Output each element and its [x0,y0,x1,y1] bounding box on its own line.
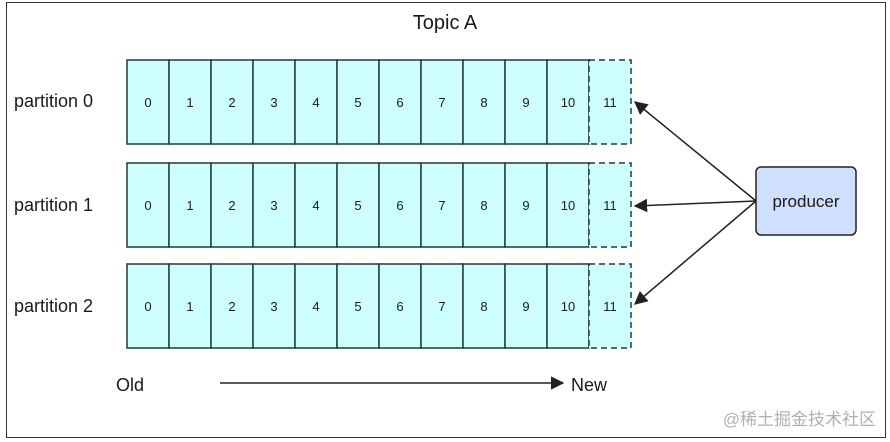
old-label: Old [116,375,145,395]
offset-label: 7 [438,95,445,110]
partition-label-2: partition 2 [14,296,94,316]
offset-cell [420,59,464,145]
offset-cell [378,162,422,248]
offset-cell [420,263,464,349]
offset-cell [420,162,464,248]
offset-cell [252,263,296,349]
offset-label: 7 [438,299,445,314]
next-offset-cell [588,263,632,349]
offset-cell [294,263,338,349]
offset-label: 5 [354,299,361,314]
offset-cell [294,162,338,248]
offset-label: 1 [186,299,193,314]
topic-title: Topic A [412,12,478,34]
producer-arrow-2 [633,200,757,305]
offset-cell [504,59,548,145]
offset-cell [126,263,170,349]
offset-label: 9 [522,299,529,314]
offset-cell [378,263,422,349]
offset-label: 10 [561,95,575,110]
offset-cell [210,162,254,248]
offset-label: 0 [144,198,151,213]
offset-label: 1 [186,198,193,213]
offset-cell [462,162,506,248]
offset-label: 7 [438,198,445,213]
watermark: @稀土掘金技术社区 [722,410,876,429]
offset-label: 0 [144,299,151,314]
offset-cell [504,162,548,248]
partition-label-1: partition 1 [14,195,94,215]
offset-label: 9 [522,95,529,110]
offset-label: 6 [396,198,403,213]
offset-cell [210,59,254,145]
offset-cell [168,162,212,248]
next-offset-label: 11 [603,95,617,110]
offset-label: 8 [480,95,487,110]
offset-label: 4 [312,95,319,110]
new-label: New [571,375,608,395]
offset-label: 5 [354,95,361,110]
offset-label: 2 [228,198,235,213]
offset-cell [294,59,338,145]
offset-label: 0 [144,95,151,110]
offset-label: 10 [561,198,575,213]
partition-row-0: 0 1 2 3 4 5 6 7 8 9 10 11 [126,59,632,145]
offset-label: 2 [228,299,235,314]
next-offset-cell [588,59,632,145]
offset-cell [168,59,212,145]
producer-arrow-1 [633,198,757,213]
offset-label: 5 [354,198,361,213]
offset-cell [126,59,170,145]
offset-label: 6 [396,95,403,110]
offset-label: 8 [480,198,487,213]
offset-label: 3 [270,95,277,110]
offset-cell [378,59,422,145]
offset-cell [126,162,170,248]
offset-cell [252,59,296,145]
offset-label: 10 [561,299,575,314]
partition-label-0: partition 0 [14,91,94,111]
offset-cell [168,263,212,349]
offset-label: 3 [270,299,277,314]
offset-label: 8 [480,299,487,314]
producer-label: producer [772,192,839,211]
partition-row-1: 0 1 2 3 4 5 6 7 8 9 10 11 [126,162,632,248]
producer-arrow-0 [633,101,757,202]
offset-cell [252,162,296,248]
next-offset-label: 11 [603,299,617,314]
offset-label: 6 [396,299,403,314]
producer-arrows [633,101,757,305]
partition-row-2: 0 1 2 3 4 5 6 7 8 9 10 11 [126,263,632,349]
offset-label: 4 [312,299,319,314]
next-offset-cell [588,162,632,248]
partition-logs: 0 1 2 3 4 5 6 7 8 9 10 11 0 1 2 3 4 5 6 7 8 9 10 11 0 1 2 3 4 5 6 7 8 9 10… [126,59,632,349]
offset-cell [462,59,506,145]
offset-label: 4 [312,198,319,213]
offset-label: 1 [186,95,193,110]
next-offset-label: 11 [603,198,617,213]
producer-box: producer [755,166,857,236]
offset-label: 2 [228,95,235,110]
producer-rect [755,166,857,236]
offset-label: 9 [522,198,529,213]
offset-label: 3 [270,198,277,213]
